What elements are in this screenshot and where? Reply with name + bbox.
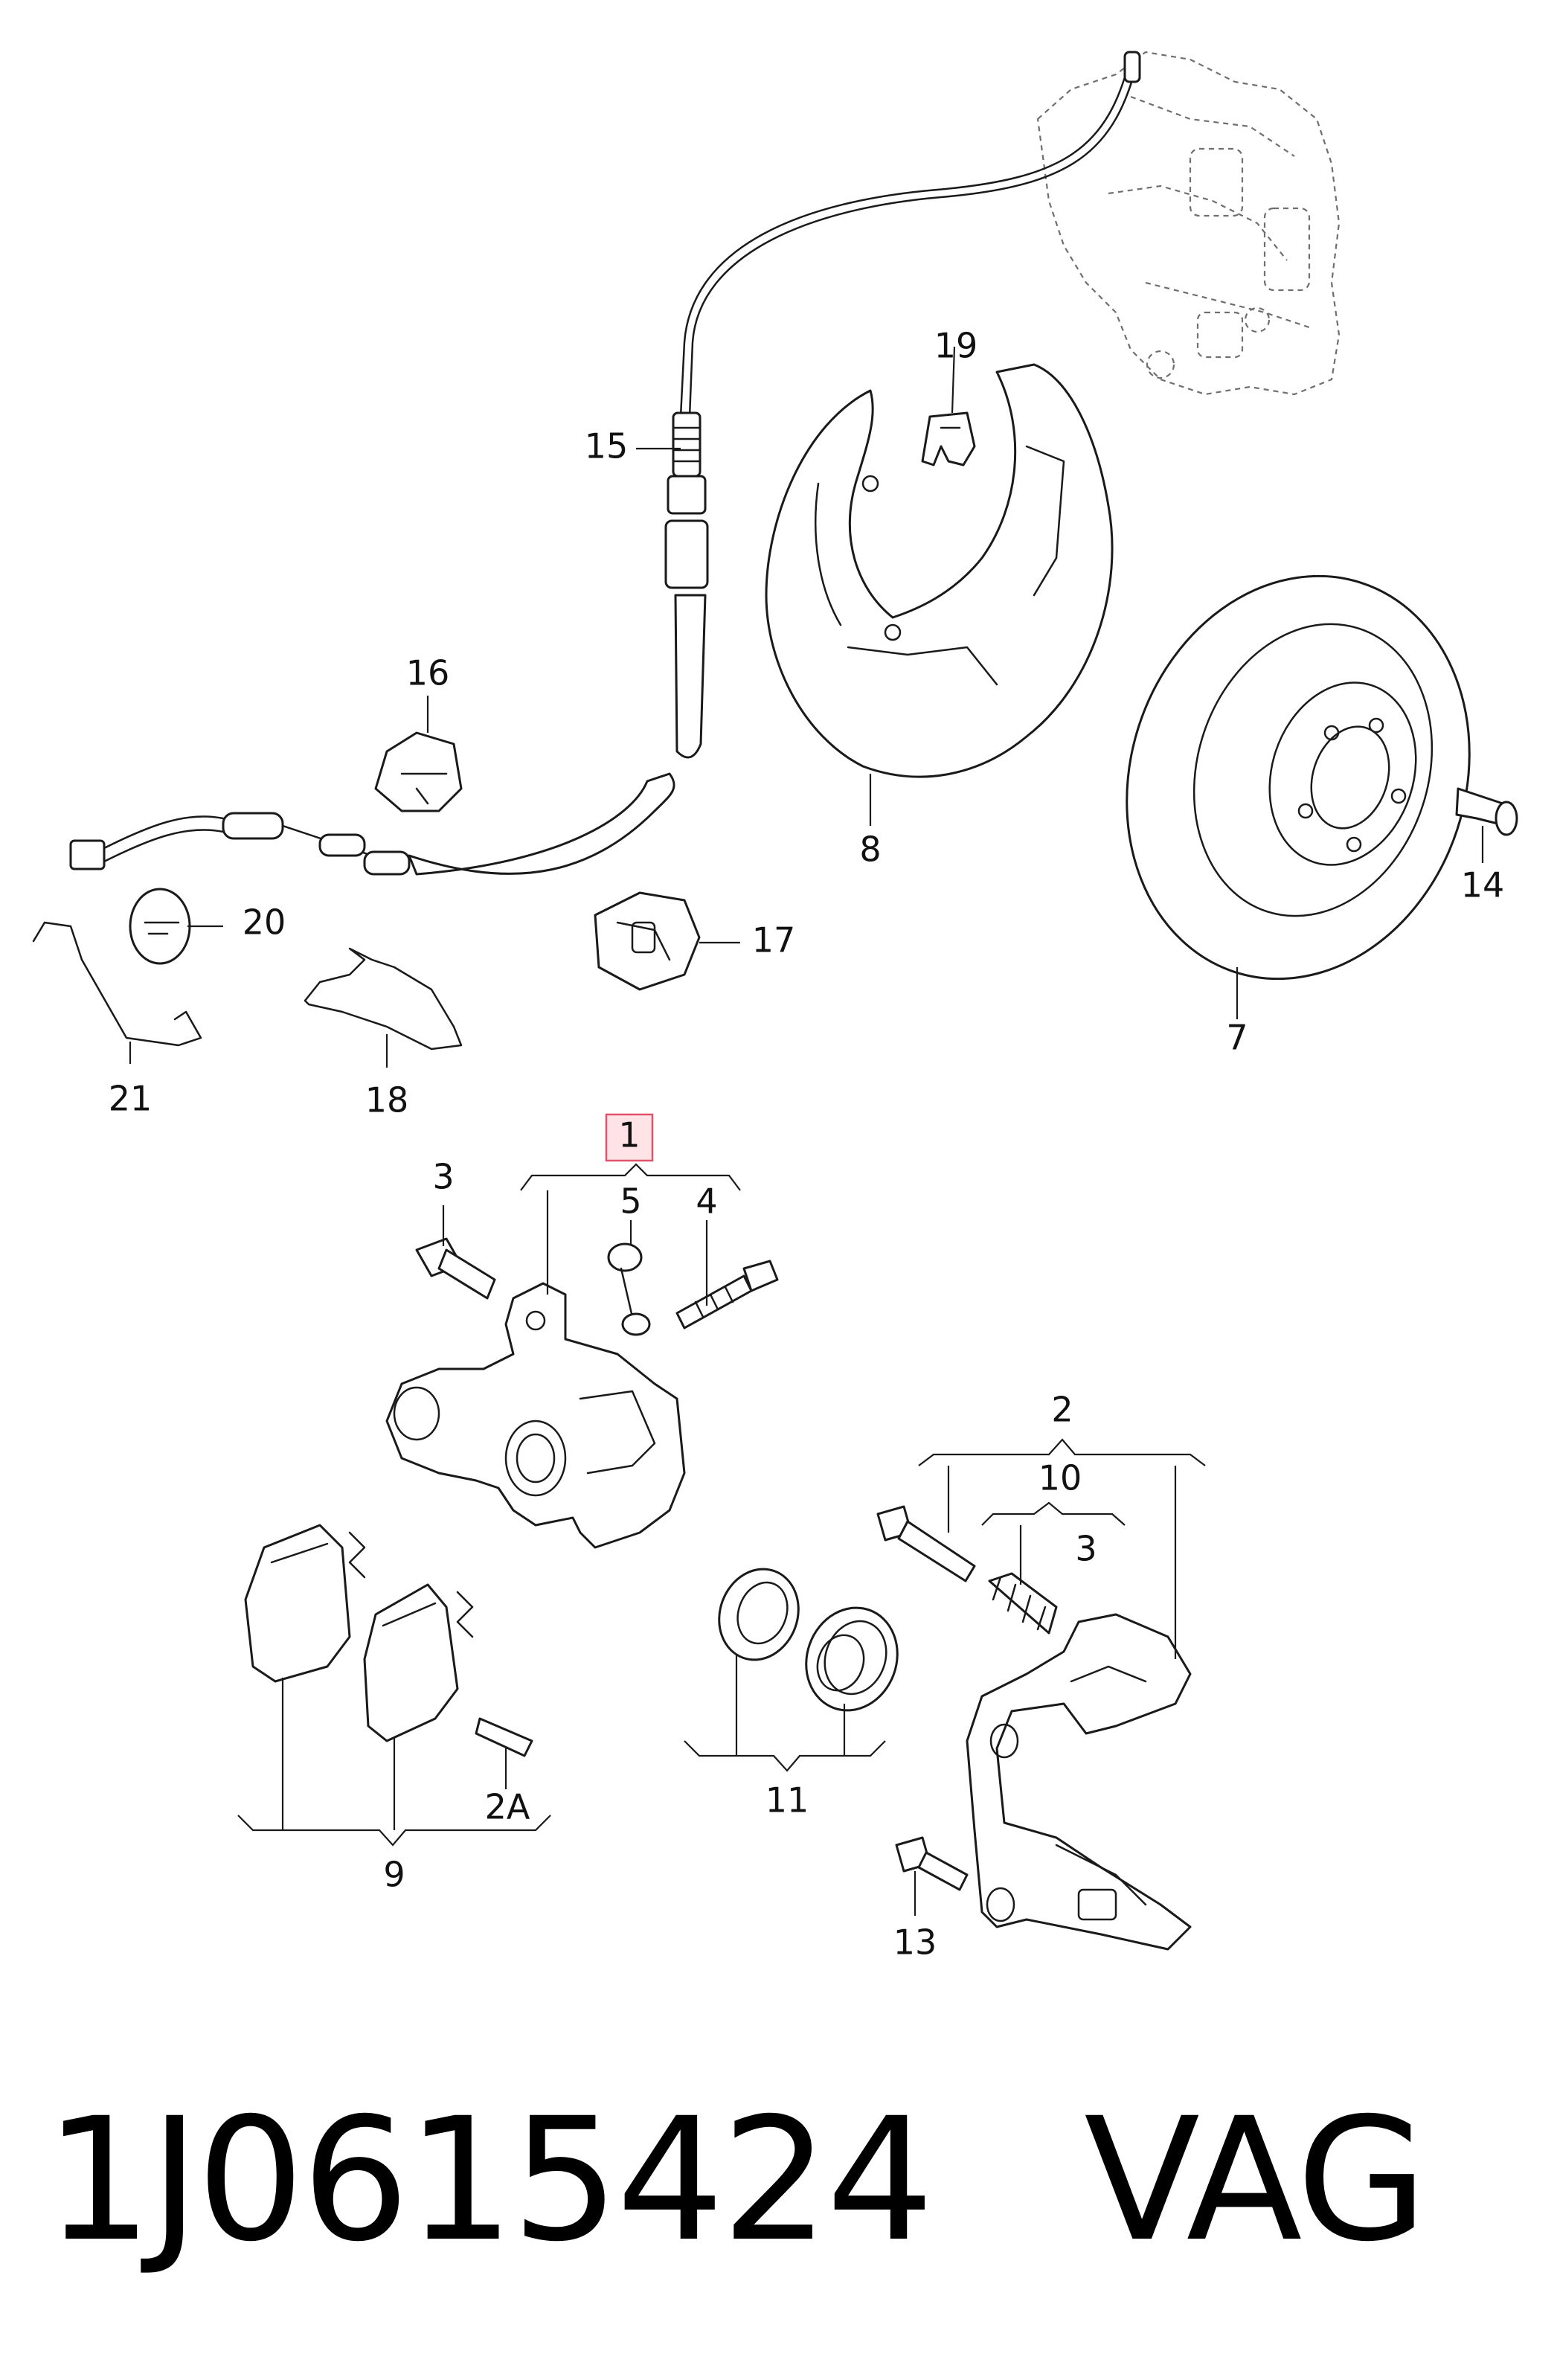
callout-21: 21 [109,1079,153,1119]
callout-3-right: 3 [1075,1529,1097,1569]
cover-cap [129,888,191,965]
highlight-box [605,1113,654,1162]
leader-lines [129,346,1484,1916]
part-number: 1J0615424 [45,2081,934,2279]
callout-2a: 2A [485,1787,530,1827]
callout-9: 9 [383,1855,405,1895]
spring-18 [304,947,463,1051]
anti-rattle-clip [475,1717,533,1757]
guide-bellows [988,1572,1058,1635]
callout-3-top: 3 [432,1157,454,1197]
callout-2: 2 [1051,1390,1073,1430]
callout-19: 19 [934,326,978,366]
abs-sensor-wire [69,772,675,876]
spring-21 [32,921,202,1047]
callout-11: 11 [765,1780,809,1821]
callout-1: 1 [618,1115,640,1155]
clip [921,411,976,466]
dust-boot [805,1606,899,1712]
callout-10: 10 [1038,1458,1082,1498]
seal-ring [718,1568,800,1661]
brake-caliper [385,1282,686,1549]
callout-16: 16 [406,653,450,693]
brake-hose [664,51,1141,759]
callout-labels: 19 15 16 8 14 20 17 7 21 18 1 3 5 4 2 10… [109,326,1505,1963]
brake-disc [1126,574,1471,981]
brake-pads [244,1524,474,1742]
callout-7: 7 [1226,1018,1248,1058]
callout-18: 18 [365,1080,409,1120]
callout-13: 13 [893,1922,937,1963]
callout-15: 15 [585,426,629,466]
bolt-3-top [415,1237,496,1300]
grommet [594,891,701,991]
splash-shield [765,363,1114,778]
bolt-13 [895,1836,969,1891]
guide-bolt [876,1505,976,1582]
callout-20: 20 [243,902,286,943]
bracket [374,731,463,812]
callout-8: 8 [859,830,881,870]
ghost-caliper-assembly [1036,51,1341,396]
bolt-14 [1455,787,1518,836]
guide-pin-4 [675,1260,779,1329]
part-number-caption: 1J0615424 VAG [45,2083,1532,2277]
brand-name: VAG [1084,2081,1428,2279]
callout-4: 4 [696,1181,717,1222]
cap-5 [607,1242,651,1336]
callout-14: 14 [1461,865,1505,905]
callout-5: 5 [620,1181,641,1222]
caliper-carrier [966,1613,1192,1951]
callout-17: 17 [752,920,796,960]
